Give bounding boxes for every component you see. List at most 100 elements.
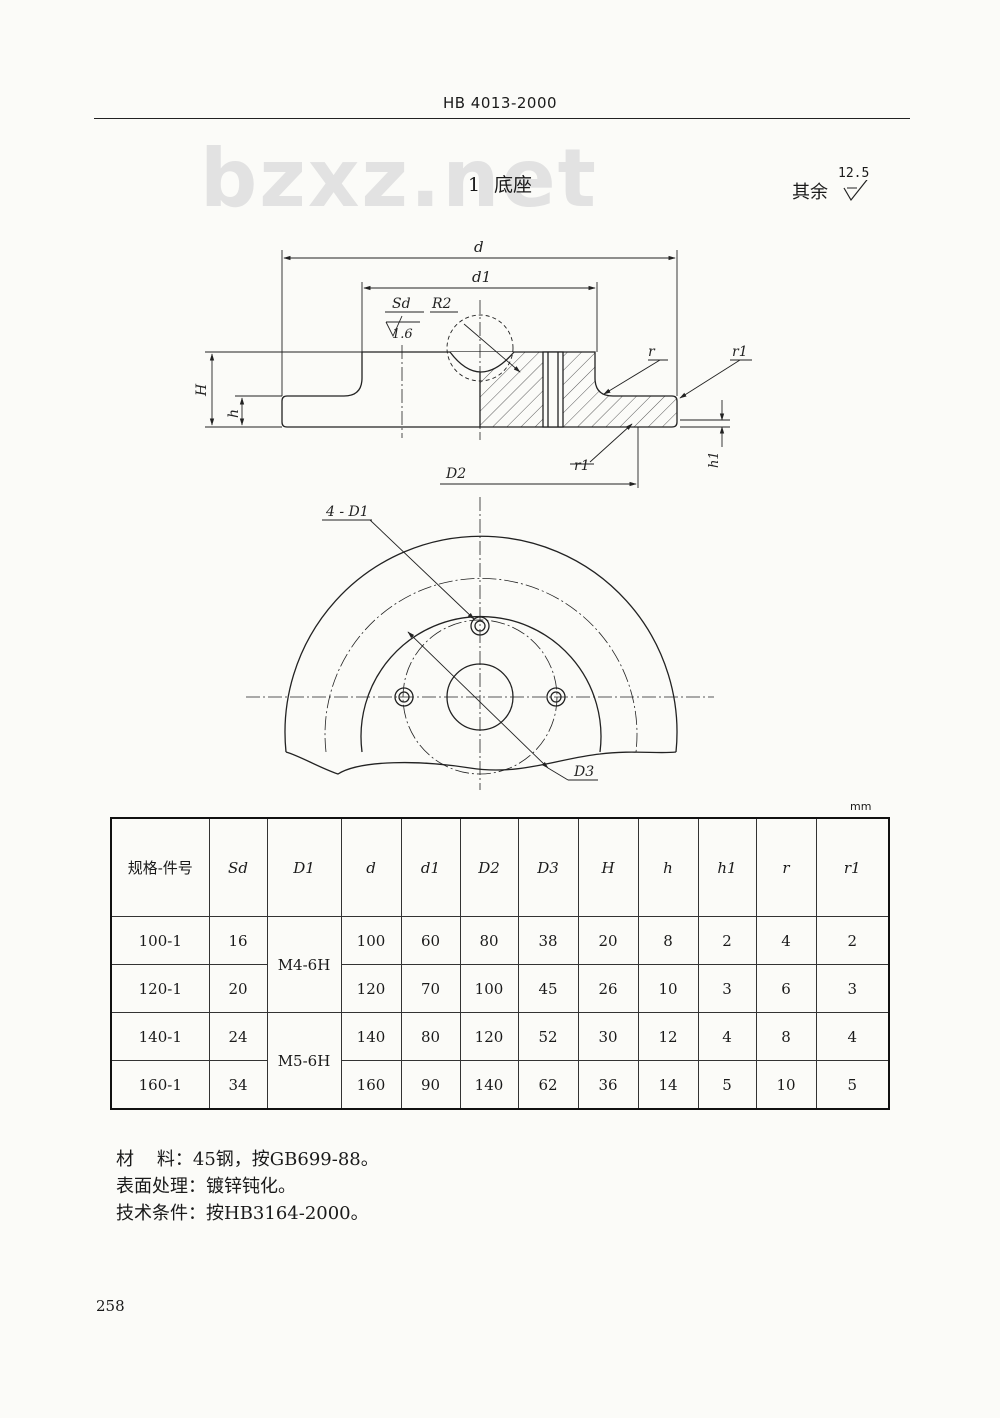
- table-header-row: 规格-件号 Sd D1 d d1 D2 D3 H h h1 r r1: [110, 817, 890, 917]
- notes: 材 料：45钢，按GB699-88。 表面处理：镀锌钝化。 技术条件：按HB31…: [116, 1146, 379, 1227]
- note-label: 技术条件：: [116, 1203, 206, 1224]
- table-cell: 16: [208, 916, 268, 965]
- table-cell: 140-1: [110, 1012, 210, 1061]
- section-title: 1 底座: [0, 170, 1000, 197]
- table-cell: 52: [517, 1012, 579, 1061]
- header-cell: d1: [400, 817, 461, 917]
- label-4-D1: 4 - D1: [325, 504, 369, 520]
- plan-view: [246, 497, 714, 790]
- table-cell: 4: [815, 1012, 890, 1061]
- table-cell: 30: [577, 1012, 639, 1061]
- roughness-symbol-icon: [843, 180, 868, 202]
- label-d1: d1: [472, 268, 491, 286]
- roughness-note: 其余 12.5: [792, 166, 902, 206]
- table-cell: M5-6H: [266, 1012, 342, 1110]
- section-labels: d d1 Sd R2 1.6 r r1 r1 D2 H h h1: [194, 238, 748, 482]
- header-cell: 规格-件号: [110, 817, 210, 917]
- section-view: [281, 300, 678, 440]
- label-Sd: Sd: [392, 296, 411, 312]
- table-cell: 62: [517, 1060, 579, 1110]
- roughness-value: 12.5: [838, 166, 870, 181]
- table-row: 160-1 34 160 90 140 62 36 14 5 10 5: [110, 1060, 890, 1110]
- technical-drawing: d d1 Sd R2 1.6 r r1 r1 D2 H h h1 4: [194, 238, 752, 790]
- table-cell: 20: [208, 964, 268, 1013]
- table-cell: 24: [208, 1012, 268, 1061]
- label-r1-top: r1: [732, 344, 748, 360]
- table-cell: 70: [400, 964, 461, 1013]
- unit-label: mm: [850, 800, 872, 813]
- label-D2: D2: [445, 466, 466, 482]
- spec-table: 规格-件号 Sd D1 d d1 D2 D3 H h h1 r r1 100-1…: [110, 817, 890, 1110]
- label-d: d: [474, 238, 484, 256]
- table-cell: 8: [755, 1012, 817, 1061]
- page-number: 258: [96, 1297, 125, 1315]
- table-cell: 120: [459, 1012, 519, 1061]
- label-D3: D3: [573, 764, 594, 780]
- table-cell: 8: [637, 916, 699, 965]
- table-cell: 4: [755, 916, 817, 965]
- label-H: H: [194, 383, 210, 397]
- note-technical: 技术条件：按HB3164-2000。: [116, 1200, 379, 1227]
- table-cell: 90: [400, 1060, 461, 1110]
- table-cell: 45: [517, 964, 579, 1013]
- table-cell: 160: [340, 1060, 402, 1110]
- label-h: h: [226, 409, 242, 418]
- plan-dimensions: [322, 519, 598, 781]
- table-cell: 38: [517, 916, 579, 965]
- note-text: 45钢，按GB699-88。: [192, 1149, 379, 1170]
- table-cell: 10: [755, 1060, 817, 1110]
- header-cell: r: [755, 817, 817, 917]
- table-cell: 3: [697, 964, 757, 1013]
- table-cell: 140: [340, 1012, 402, 1061]
- plan-labels: 4 - D1 D3: [325, 504, 594, 780]
- table-cell: 100: [459, 964, 519, 1013]
- table-cell: 5: [815, 1060, 890, 1110]
- header-cell: D3: [517, 817, 579, 917]
- table-row: 100-1 16 M4-6H 100 60 80 38 20 8 2 4 2: [110, 916, 890, 1013]
- table-cell: 34: [208, 1060, 268, 1110]
- note-material: 材 料：45钢，按GB699-88。: [116, 1146, 379, 1173]
- header-cell: Sd: [208, 817, 268, 917]
- table-cell: 4: [697, 1012, 757, 1061]
- note-label: 材 料：: [116, 1149, 193, 1170]
- table-cell: 160-1: [110, 1060, 210, 1110]
- section-number: 1: [467, 174, 481, 196]
- roughness-label: 其余: [792, 182, 828, 203]
- table-cell: 2: [815, 916, 890, 965]
- table-cell: 120-1: [110, 964, 210, 1013]
- watermark: bzxz.net: [200, 132, 598, 225]
- label-r: r: [648, 344, 656, 360]
- table-cell: 6: [755, 964, 817, 1013]
- table-row: 120-1 20 120 70 100 45 26 10 3 6 3: [110, 964, 890, 1013]
- label-R2: R2: [431, 296, 452, 312]
- table-cell: 20: [577, 916, 639, 965]
- table-row: 140-1 24 M5-6H 140 80 120 52 30 12 4 8 4: [110, 1012, 890, 1110]
- section-dimensions: [205, 250, 752, 488]
- header-cell: H: [577, 817, 639, 917]
- note-text: 镀锌钝化。: [206, 1176, 296, 1197]
- table-cell: 3: [815, 964, 890, 1013]
- note-surface: 表面处理：镀锌钝化。: [116, 1173, 379, 1200]
- table-cell: 10: [637, 964, 699, 1013]
- label-h1: h1: [707, 451, 722, 468]
- header-cell: r1: [815, 817, 890, 917]
- standard-code: HB 4013-2000: [442, 94, 558, 112]
- table-cell: 2: [697, 916, 757, 965]
- table-cell: 100-1: [110, 916, 210, 965]
- table-cell: 60: [400, 916, 461, 965]
- table-cell: 80: [400, 1012, 461, 1061]
- label-roughness-1-6: 1.6: [392, 327, 413, 342]
- note-text: 按HB3164-2000。: [206, 1203, 369, 1224]
- label-r1-bottom: r1: [574, 458, 590, 474]
- header-rule: [94, 118, 910, 119]
- table-cell: 100: [340, 916, 402, 965]
- header-cell: D2: [459, 817, 519, 917]
- section-title-text: 底座: [494, 174, 533, 196]
- table-cell: 140: [459, 1060, 519, 1110]
- table-cell: 80: [459, 916, 519, 965]
- header-cell: h: [637, 817, 699, 917]
- table-cell: 14: [637, 1060, 699, 1110]
- header-cell: h1: [697, 817, 757, 917]
- table-cell: 36: [577, 1060, 639, 1110]
- note-label: 表面处理：: [116, 1176, 206, 1197]
